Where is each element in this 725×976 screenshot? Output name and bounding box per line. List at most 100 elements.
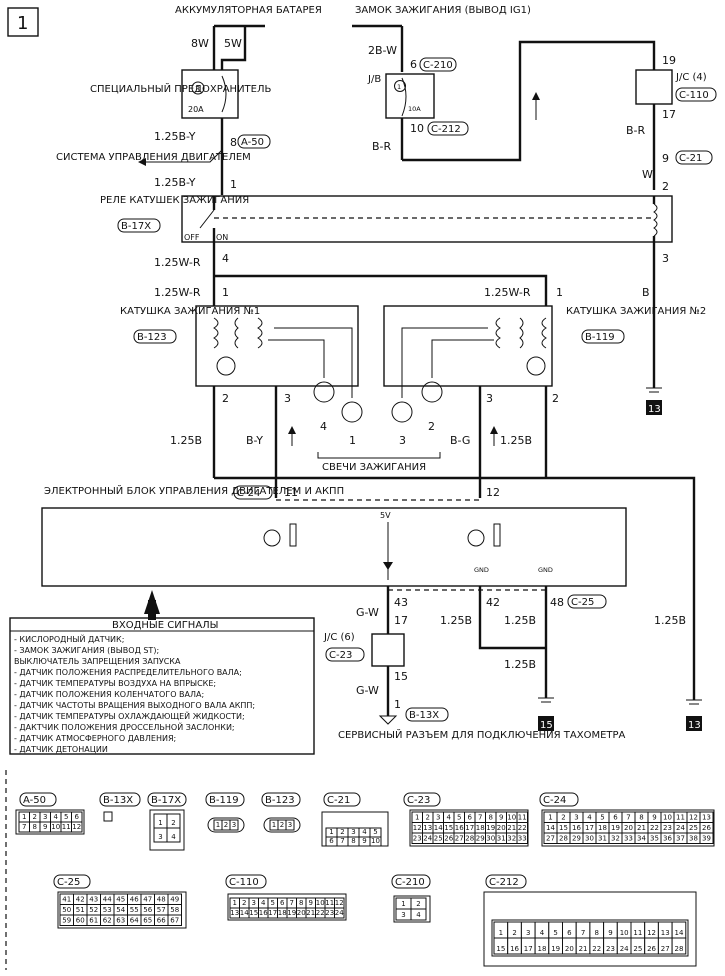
c24-pin-number: 20 (624, 824, 633, 832)
c24-pin-number: 31 (598, 835, 607, 843)
c25-pin-number: 60 (76, 917, 85, 925)
ground-bus-label: 1.25B (654, 614, 686, 627)
c23-pin-number: 3 (436, 814, 440, 822)
c25-view-label: C-25 (57, 877, 80, 888)
jb-fuse-box (385, 73, 435, 119)
c23-pin-number: 1 (415, 814, 419, 822)
ignition-switch-label: ЗАМОК ЗАЖИГАНИЯ (ВЫВОД IG1) (355, 5, 531, 16)
ground13-top-tag (646, 400, 662, 415)
battery-label-text: АККУМУЛЯТОРНАЯ БАТАРЕЯ (175, 5, 322, 16)
c210-pin-number: 2 (416, 900, 420, 908)
c21-pin-number: 7 (340, 837, 344, 845)
ground13-bottom-tag (686, 716, 702, 731)
relay-pin1: 1 (230, 178, 237, 191)
c23-pin-number: 5 (457, 814, 461, 822)
b13x-view-label: B-13X (103, 795, 133, 806)
input-signals-title: ВХОДНЫЕ СИГНАЛЫ (112, 620, 219, 631)
wire-125wr-coil2: 1.25W-R (484, 286, 531, 299)
c212-pin-number: 23 (606, 945, 615, 953)
c21-connector: C-21 (679, 153, 702, 164)
c24-pin-number: 25 (689, 824, 698, 832)
c24-pin-number: 34 (637, 835, 646, 843)
c24-pin-number: 37 (676, 835, 685, 843)
c23-pin-number: 28 (465, 835, 474, 843)
c24-pin-number: 17 (585, 824, 594, 832)
c110-pin-number: 22 (316, 909, 325, 917)
wire-125by-top: 1.25B-Y (154, 130, 196, 143)
c212-pin-number: 14 (674, 929, 683, 937)
c212-pin-number: 2 (512, 929, 516, 937)
wire-5w-label: 5W (224, 37, 242, 50)
relay-switch-blade (199, 209, 215, 229)
input-signal-item: - ДАТЧИК ЧАСТОТЫ ВРАЩЕНИЯ ВЫХОДНОГО ВАЛА… (14, 701, 255, 710)
c212-pin-number: 27 (661, 945, 670, 953)
coil2-box (383, 305, 553, 387)
c23-connector: C-23 (329, 650, 352, 661)
c23-pin-number: 25 (434, 835, 443, 843)
c23-pin-number: 19 (486, 824, 495, 832)
c21-pin-number: 1 (329, 828, 333, 836)
c210-tag (419, 57, 457, 72)
c24-pin-number: 8 (639, 814, 643, 822)
c23-view-tag (403, 792, 441, 807)
spark-plug-1 (341, 401, 363, 423)
c24-pin-number: 15 (559, 824, 568, 832)
service-connector-symbol (378, 715, 398, 725)
c23-pin-number: 8 (489, 814, 493, 822)
coil2-hv-lead-a (431, 339, 494, 378)
c25-pin-number: 54 (116, 906, 125, 914)
ecu-gnd2: GND (538, 566, 553, 574)
jb-number-circle (394, 80, 406, 92)
a50-pin-number: 10 (51, 823, 60, 831)
spark-plug-3 (391, 401, 413, 423)
relay-pin4: 4 (222, 252, 229, 265)
ecu-label: ЭЛЕКТРОННЫЙ БЛОК УПРАВЛЕНИЯ ДВИГАТЕЛЕМ И… (44, 484, 344, 497)
c212-pin-number: 19 (551, 945, 560, 953)
c25-pin-number: 57 (157, 906, 166, 914)
ecu-transistor1 (263, 529, 281, 547)
c25-pin-number: 47 (143, 896, 152, 904)
c210-pin-cell (410, 908, 427, 921)
coil2-125b-label: 1.25B (500, 434, 532, 447)
gnd48-label: 1.25B (504, 614, 536, 627)
c24-pin-number: 26 (702, 824, 711, 832)
c25-pin-number: 49 (170, 896, 179, 904)
coil1-pin2: 2 (222, 392, 229, 405)
ecu-diode (383, 562, 393, 570)
c25-pin-number: 44 (103, 896, 112, 904)
wire-125wr-coil1: 1.25W-R (154, 286, 201, 299)
c23-pin-number: 4 (447, 814, 452, 822)
c110-tag (675, 87, 717, 102)
jb-label: J/B (367, 74, 381, 85)
wire-gw-bottom-label: G-W (356, 684, 379, 697)
jb-fuse-element (401, 77, 407, 117)
c24-pin-number: 13 (702, 814, 711, 822)
c24-pin-number: 4 (587, 814, 592, 822)
jc6-box (371, 633, 405, 667)
coil2-hv-lead-b (401, 327, 488, 398)
c24-connector: C-24 (237, 488, 260, 499)
coil1-by-label: B-Y (246, 434, 263, 447)
fuse-number: 3 (195, 85, 200, 94)
c23-pin-number: 12 (413, 824, 422, 832)
coil1-secondary2 (257, 317, 263, 349)
ecu-box (41, 507, 627, 587)
coil2-pin1: 1 (556, 286, 563, 299)
c24-pin-number: 11 (676, 814, 685, 822)
c24-pin-number: 3 (574, 814, 578, 822)
ecu-transistor2 (467, 529, 485, 547)
coil2-plug-a: 3 (399, 434, 406, 447)
wire-w-label: W (642, 168, 653, 181)
relay-label: РЕЛЕ КАТУШЕК ЗАЖИГАНИЯ (100, 195, 249, 206)
ground13-top: 13 (648, 404, 661, 415)
c24-pin-number: 27 (546, 835, 555, 843)
coil2-primary (541, 317, 547, 349)
wire-2bw-label: 2B-W (368, 44, 397, 57)
c25-pin-number: 45 (116, 896, 125, 904)
c23-pin-number: 18 (476, 824, 485, 832)
special-fuse-label: СПЕЦИАЛЬНЫЙ ПРЕДОХРАНИТЕЛЬ (90, 82, 272, 95)
c212-pin-number: 22 (592, 945, 601, 953)
input-signal-item: - ДАТЧИК ТЕМПЕРАТУРЫ ОХЛАЖДАЮЩЕЙ ЖИДКОСТ… (14, 710, 245, 721)
b119-pin-number: 2 (224, 821, 228, 829)
wire-b-label: B (642, 286, 650, 299)
